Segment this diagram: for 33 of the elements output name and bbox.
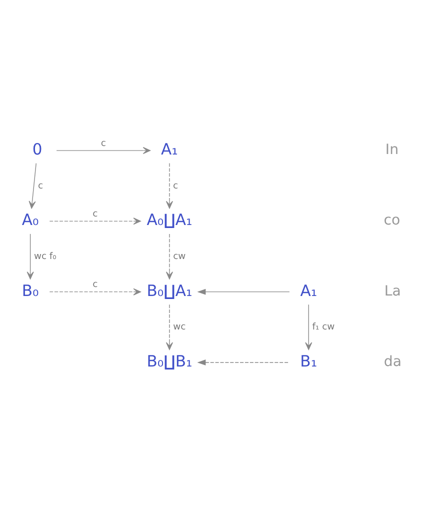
edge-label: c bbox=[92, 279, 98, 290]
arrow bbox=[166, 234, 173, 280]
edge-label: cw bbox=[173, 250, 186, 262]
arrow bbox=[28, 162, 36, 209]
arrow bbox=[26, 234, 34, 280]
node-text: A₁ bbox=[161, 140, 178, 158]
arrow bbox=[56, 147, 151, 154]
node-text: A₀ bbox=[22, 211, 39, 230]
edge-label: c bbox=[38, 180, 44, 192]
node-text: B₀ bbox=[22, 282, 39, 300]
label: In bbox=[385, 142, 399, 158]
arrow bbox=[49, 288, 141, 296]
arrow bbox=[166, 162, 173, 209]
edge-label: c bbox=[100, 138, 106, 149]
edge-label: wc bbox=[173, 322, 186, 333]
label: La bbox=[384, 283, 401, 300]
edge-label: wc f₀ bbox=[34, 250, 56, 262]
label: da bbox=[384, 354, 402, 370]
edge-label: f₁ cw bbox=[312, 322, 335, 333]
arrow bbox=[197, 288, 290, 295]
node-text: 0 bbox=[32, 140, 42, 158]
node-text: A₁ bbox=[300, 282, 318, 300]
node-text: A₀∐A₁ bbox=[146, 211, 192, 230]
arrow bbox=[166, 304, 173, 350]
label: co bbox=[384, 212, 400, 229]
arrow bbox=[49, 218, 141, 225]
node-text: B₁ bbox=[300, 352, 318, 370]
node-text: B₀∐B₁ bbox=[146, 352, 192, 370]
edge-label: c bbox=[92, 208, 98, 220]
arrow bbox=[305, 304, 312, 350]
node-text: B₀∐A₁ bbox=[146, 282, 192, 300]
edge-label: c bbox=[172, 180, 178, 192]
arrow bbox=[197, 359, 290, 366]
